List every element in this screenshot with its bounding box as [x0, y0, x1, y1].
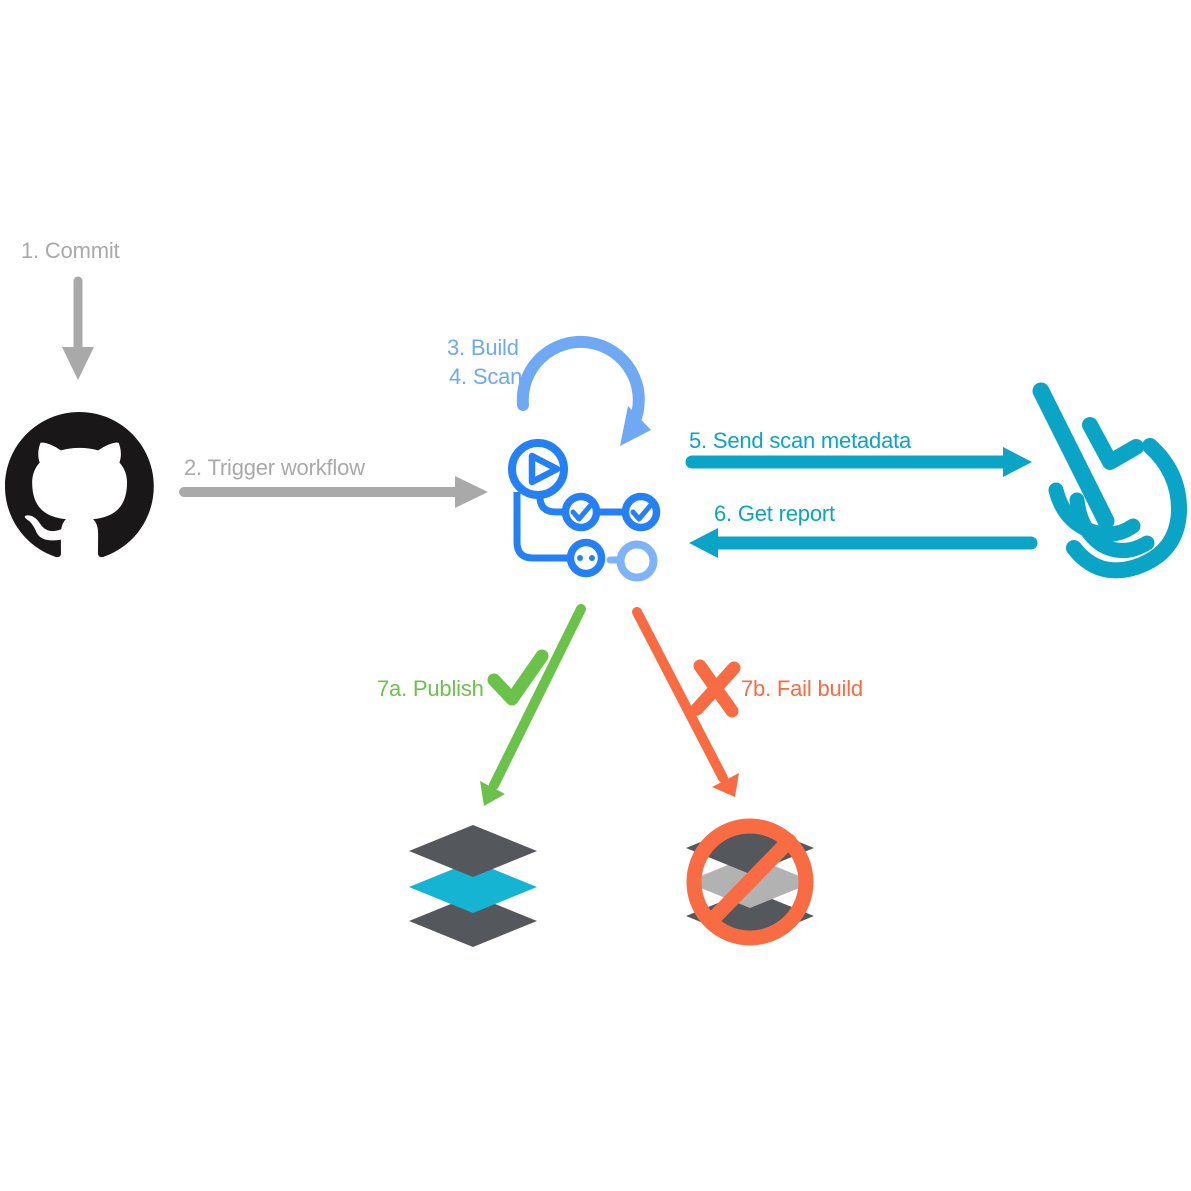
publish-checkmark-icon	[487, 649, 549, 706]
step5-send-metadata-label: 5. Send scan metadata	[689, 428, 912, 453]
step2-trigger-label: 2. Trigger workflow	[184, 455, 365, 480]
publish-arrow	[480, 604, 586, 806]
send-scan-metadata-arrow	[685, 447, 1032, 477]
step6-get-report-label: 6. Get report	[714, 501, 835, 526]
build-scan-loop-arrow	[516, 336, 651, 446]
blocked-layers-icon	[686, 818, 814, 946]
commit-arrow	[62, 276, 94, 380]
github-actions-icon	[508, 439, 661, 582]
step7b-fail-build-label: 7b. Fail build	[741, 676, 863, 701]
step4-scan-label: 4. Scan	[449, 364, 523, 389]
step3-build-label: 3. Build	[447, 335, 519, 360]
fail-build-arrow	[632, 607, 739, 797]
step7a-publish-label: 7a. Publish	[377, 676, 484, 701]
fail-x-icon	[690, 659, 741, 718]
step1-commit-label: 1. Commit	[21, 238, 120, 263]
trigger-workflow-arrow	[179, 476, 488, 508]
get-report-arrow	[689, 528, 1038, 558]
registry-layers-icon	[409, 825, 537, 947]
anchore-icon	[1032, 382, 1188, 579]
github-logo-icon	[5, 412, 154, 558]
